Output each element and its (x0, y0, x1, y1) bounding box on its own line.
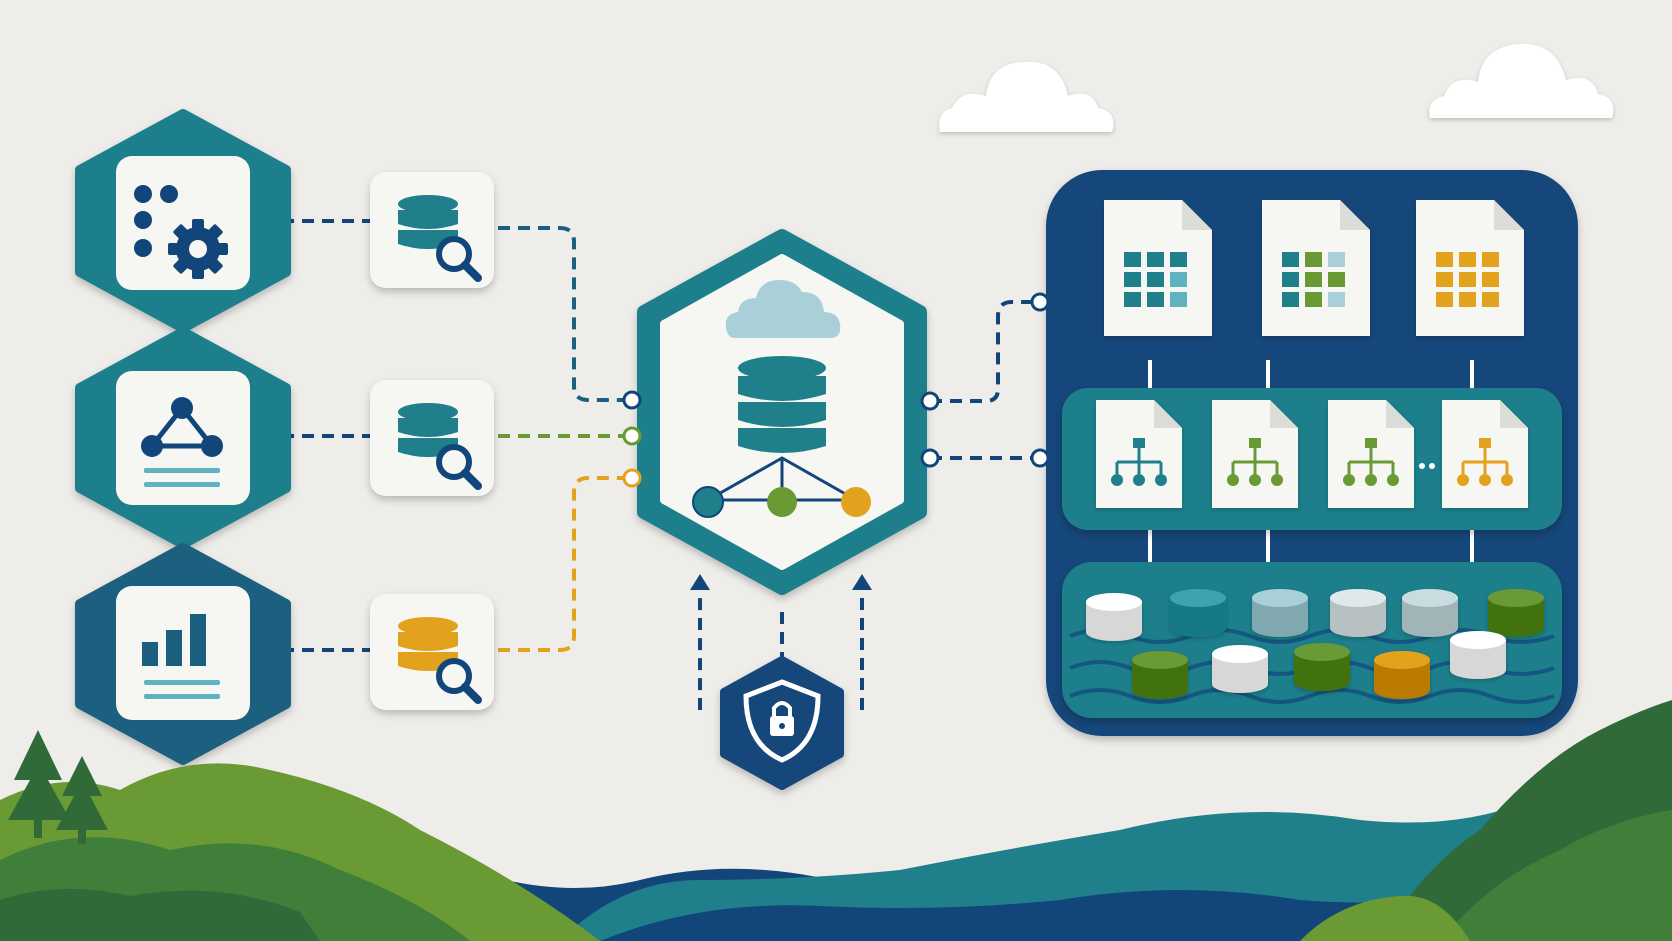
data-lake-cylinder (1294, 643, 1350, 691)
cloud-left (939, 61, 1114, 132)
table-file-2 (1262, 200, 1370, 336)
table-file-3 (1416, 200, 1524, 336)
connector-catalog-3-hub (498, 476, 630, 652)
data-lake-cylinder (1374, 651, 1430, 699)
data-lake-cylinder (1450, 631, 1506, 679)
table-file-1 (1104, 200, 1212, 336)
security-connectors (697, 590, 864, 710)
connector-catalog-1-hub (498, 226, 630, 402)
table-file-icon (1124, 252, 1187, 307)
storage-tier-connectors (1148, 360, 1474, 566)
data-lake-cylinder (1170, 589, 1226, 637)
data-lake-cylinder (1488, 589, 1544, 637)
hierarchy-file-icon (1227, 438, 1283, 486)
data-lake-cylinder (1132, 651, 1188, 699)
source-hexagon-2 (75, 327, 291, 549)
ellipsis-dots (1419, 463, 1435, 469)
security-arrowheads (690, 574, 872, 590)
table-file-icon (1436, 252, 1499, 307)
connector-hub-storage-top (930, 300, 1040, 403)
source-hexagon-1 (75, 109, 291, 333)
node-graph-icon (692, 456, 871, 518)
table-file-icon (1282, 252, 1345, 307)
data-lake-cylinders (1086, 589, 1544, 699)
hierarchy-tier (1062, 388, 1562, 530)
database-icon (738, 356, 826, 453)
bar-chart-icon (142, 614, 220, 699)
data-lake-cylinder (1086, 593, 1142, 641)
storage-panel-dots (1030, 292, 1050, 468)
source-connectors (282, 219, 370, 652)
database-search-icon (398, 617, 482, 704)
landscape (0, 700, 1672, 941)
database-search-icon (398, 403, 482, 490)
hierarchy-file-icon (1343, 438, 1399, 486)
data-lake-cylinder (1402, 589, 1458, 637)
data-lake-cylinder (1212, 645, 1268, 693)
cloud-right (1429, 43, 1614, 118)
hierarchy-file-icon (1111, 438, 1167, 486)
tree-icon (8, 730, 108, 844)
source-hexagon-3 (75, 543, 291, 765)
hub-connector-dots (622, 390, 940, 488)
data-lake-cylinder (1252, 589, 1308, 637)
dots-gear-icon (134, 185, 228, 279)
database-search-icon (398, 195, 482, 282)
shield-lock-icon (743, 679, 821, 763)
hierarchy-file-icon (1457, 438, 1513, 486)
data-lake-cylinder (1330, 589, 1386, 637)
cloud-icon (725, 280, 841, 338)
triangle-network-icon (141, 397, 223, 487)
